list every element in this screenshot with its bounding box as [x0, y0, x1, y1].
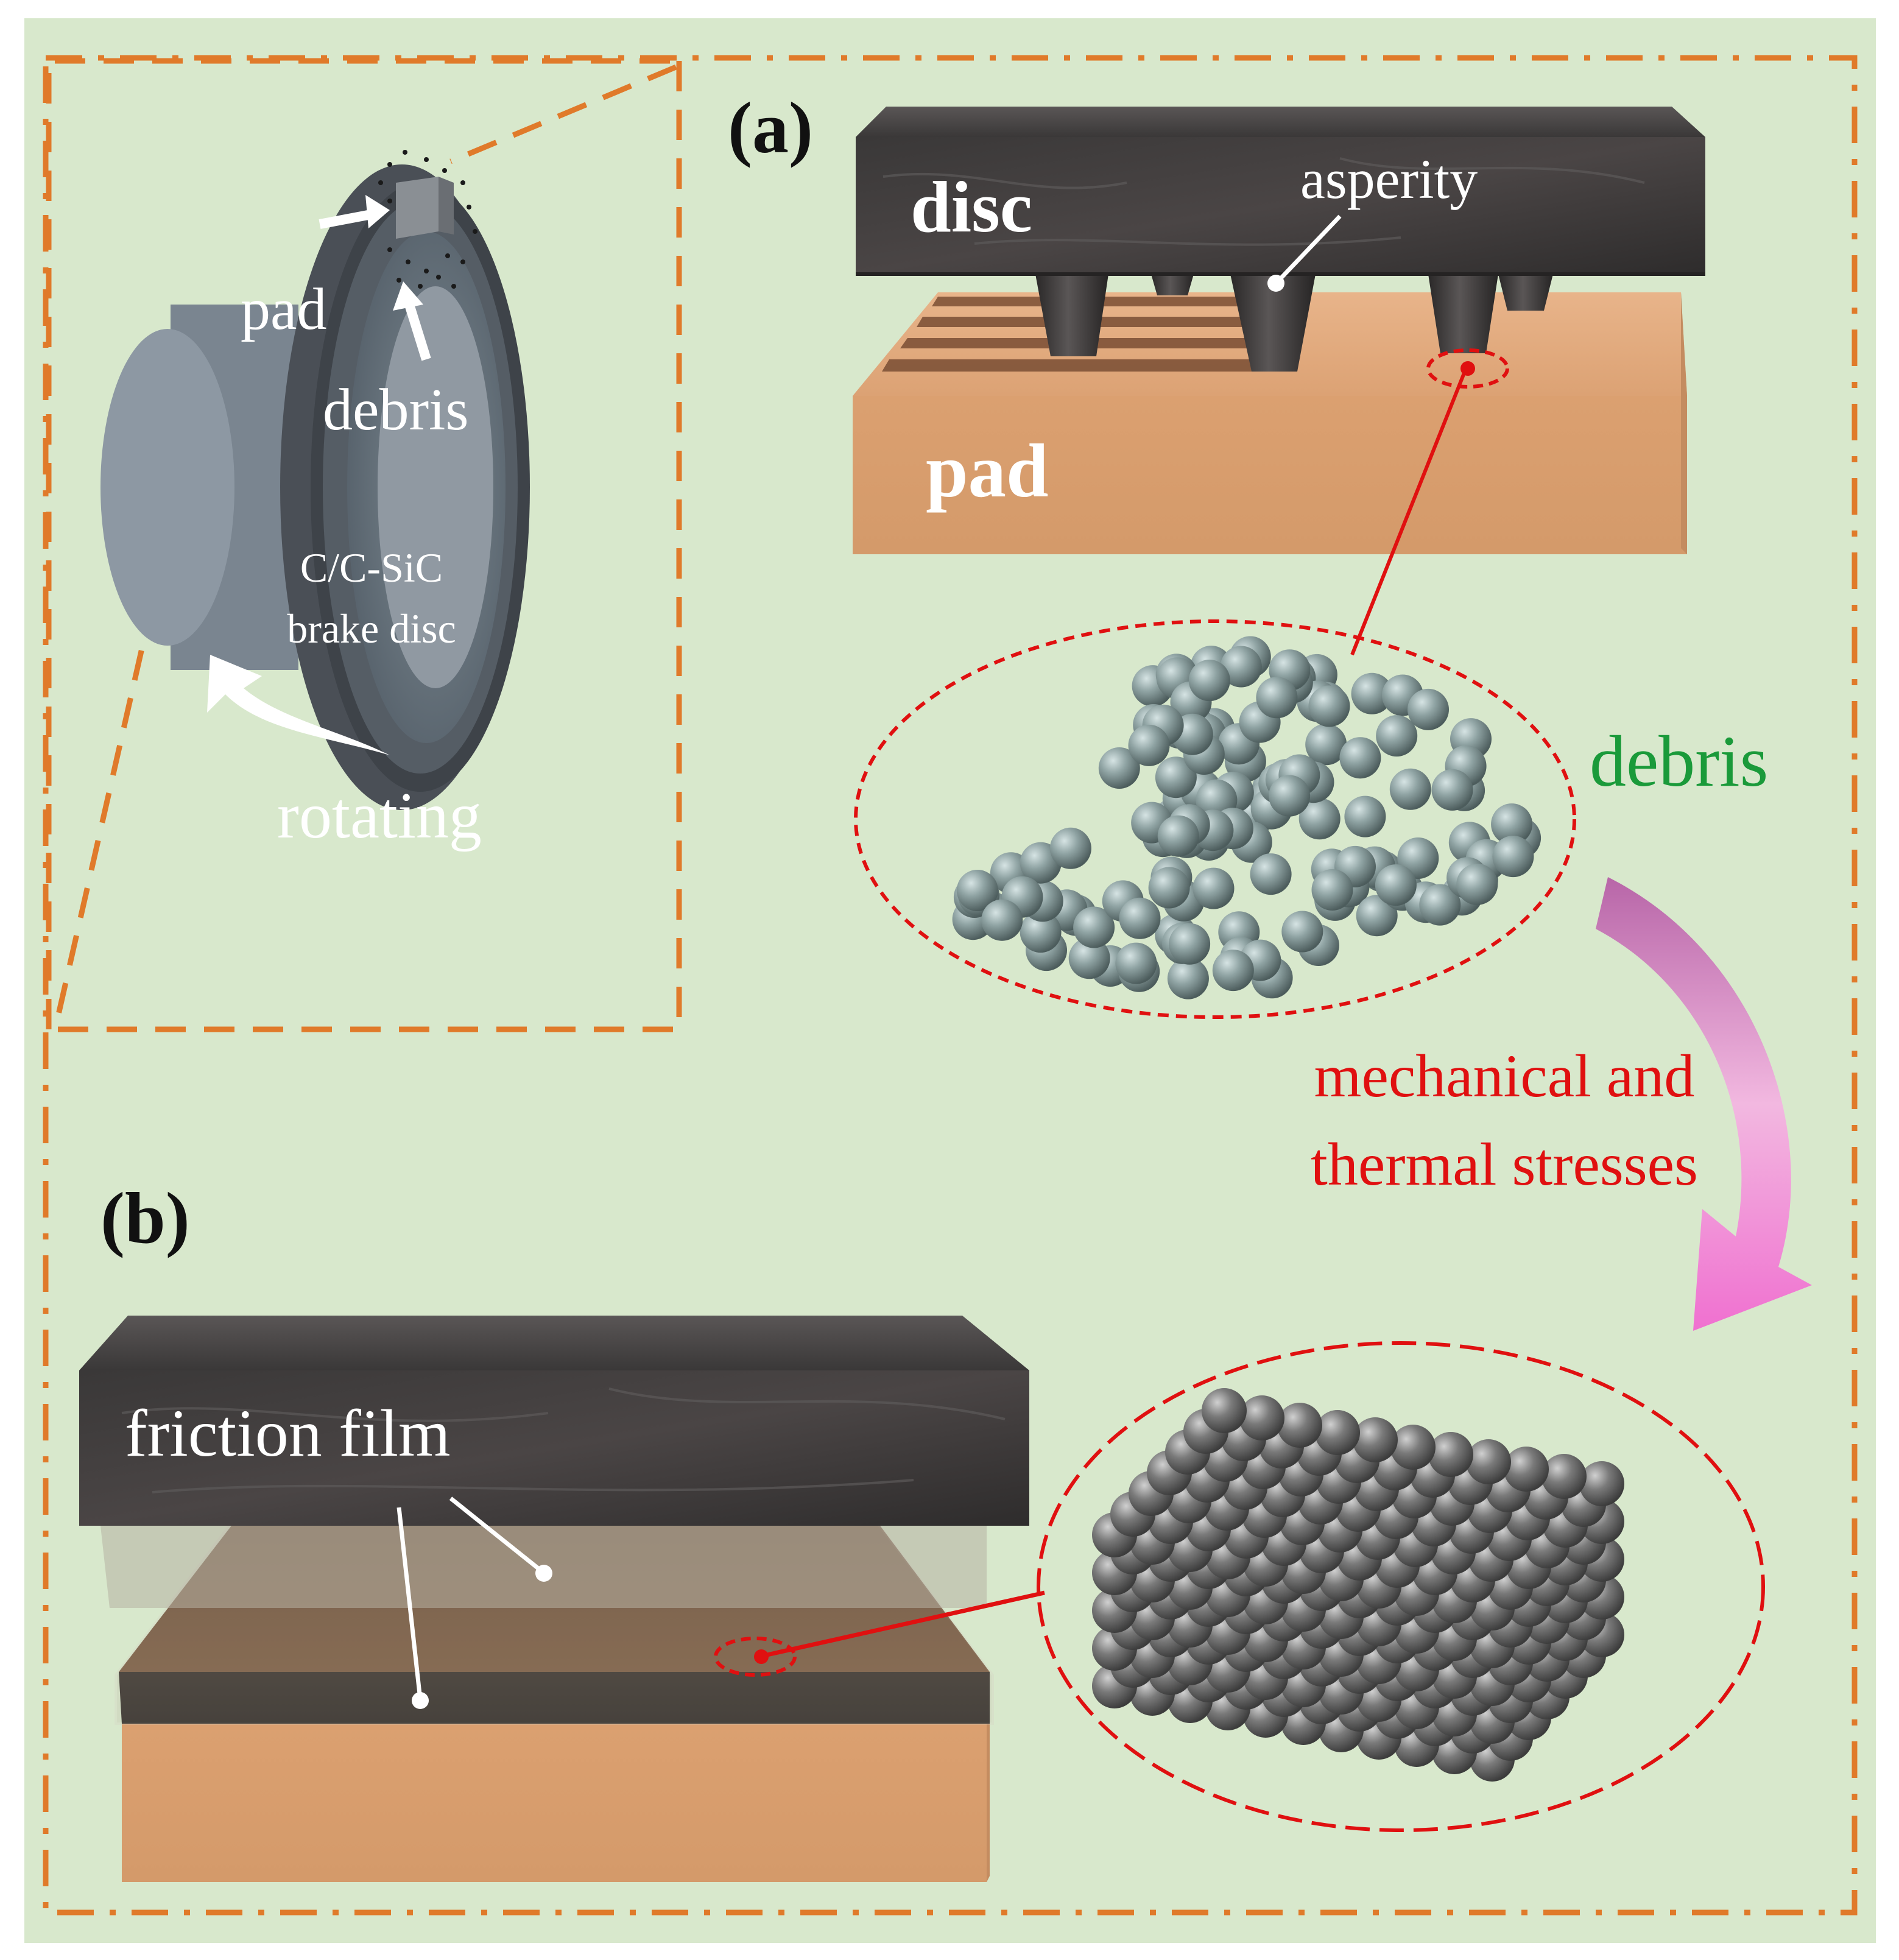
particle	[1068, 937, 1110, 979]
particle	[1269, 775, 1311, 817]
stress-label-line2: thermal stresses	[1311, 1130, 1698, 1198]
particle	[1308, 685, 1350, 727]
particle	[1188, 660, 1230, 702]
panel-b-friction-film-layer	[100, 1521, 994, 1725]
friction-film-pointers	[396, 1496, 552, 1709]
particle	[1492, 836, 1534, 878]
particle	[1311, 869, 1353, 911]
panel-a-asperities	[1035, 274, 1553, 372]
particle	[981, 899, 1023, 941]
panel-b-friction-film-label: friction film	[125, 1396, 451, 1470]
particle	[1202, 1388, 1247, 1433]
brake-disc-illustration	[100, 150, 530, 810]
inset-pad-label: pad	[241, 277, 327, 342]
particle	[1419, 884, 1461, 926]
panel-b-pad-block	[122, 1724, 990, 1882]
particle	[1298, 798, 1341, 840]
particle	[1491, 803, 1533, 845]
debris-arrow	[404, 303, 431, 361]
particle	[1167, 957, 1209, 999]
particle	[1389, 768, 1431, 810]
packed-particles	[1092, 1388, 1624, 1782]
particle	[1456, 863, 1498, 905]
panel-a-disc-label: disc	[911, 166, 1032, 247]
particle	[1157, 815, 1199, 857]
panel-b-highlight-marker	[714, 1637, 797, 1677]
particle	[1128, 724, 1170, 766]
panel-a-highlight-marker	[1426, 348, 1509, 389]
panel-b-callout-line	[764, 1590, 1045, 1658]
panel-a-disc-block	[856, 107, 1705, 276]
particle	[1098, 747, 1140, 789]
particle	[956, 870, 998, 911]
debris-particles	[952, 636, 1541, 999]
particle	[1169, 923, 1211, 965]
particle	[1119, 897, 1161, 939]
particle	[1305, 724, 1347, 766]
particle	[1239, 1395, 1284, 1440]
particle	[1428, 1432, 1473, 1477]
transformation-arrow	[1596, 877, 1812, 1331]
inset-disc-label-line1: C/C-SiC	[300, 545, 443, 591]
particle	[1155, 756, 1197, 798]
stress-label-line1: mechanical and	[1314, 1042, 1695, 1110]
asperity-pointer	[1267, 214, 1342, 292]
particle	[1356, 895, 1398, 937]
particle	[1193, 867, 1235, 909]
particle	[1281, 911, 1323, 953]
particle	[1277, 1403, 1322, 1448]
inset-rotating-label: rotating	[277, 780, 482, 852]
particle	[1020, 911, 1062, 953]
particle	[1212, 950, 1254, 992]
particle	[1344, 795, 1386, 837]
particle	[1073, 906, 1115, 948]
particle	[1115, 942, 1157, 984]
particle	[1148, 867, 1190, 909]
particle	[1579, 1461, 1624, 1506]
panel-b-disc-block	[79, 1316, 1029, 1526]
particle	[1351, 672, 1393, 714]
particle	[1353, 1417, 1398, 1462]
outer-frame	[43, 55, 1858, 1916]
panel-a-debris-label: debris	[1590, 721, 1768, 802]
particle	[1376, 715, 1418, 757]
particle	[1339, 737, 1381, 779]
particle	[1466, 1439, 1511, 1484]
particle	[1431, 769, 1473, 811]
inset-box	[46, 58, 682, 1032]
particle	[1049, 827, 1091, 869]
inset-disc-label-line2: brake disc	[287, 605, 456, 652]
particle	[1220, 646, 1262, 688]
particle	[1408, 688, 1449, 730]
panel-b-label: (b)	[100, 1177, 190, 1258]
debris-zoom-ellipse	[854, 619, 1576, 1019]
panel-a-callout-line	[1350, 370, 1467, 656]
particle	[1375, 864, 1417, 906]
particle	[1250, 853, 1292, 895]
particle	[1504, 1447, 1549, 1492]
particle	[1315, 1410, 1360, 1455]
rotating-arrow	[207, 655, 390, 755]
panel-a-pad-label: pad	[926, 429, 1049, 513]
panel-a-label: (a)	[728, 87, 813, 168]
particle	[1390, 1425, 1436, 1470]
particle	[1256, 677, 1298, 719]
inset-debris-label: debris	[323, 377, 469, 443]
packed-zoom-ellipse	[1037, 1341, 1765, 1832]
particle	[1541, 1454, 1587, 1499]
panel-a-asperity-label: asperity	[1300, 148, 1478, 210]
